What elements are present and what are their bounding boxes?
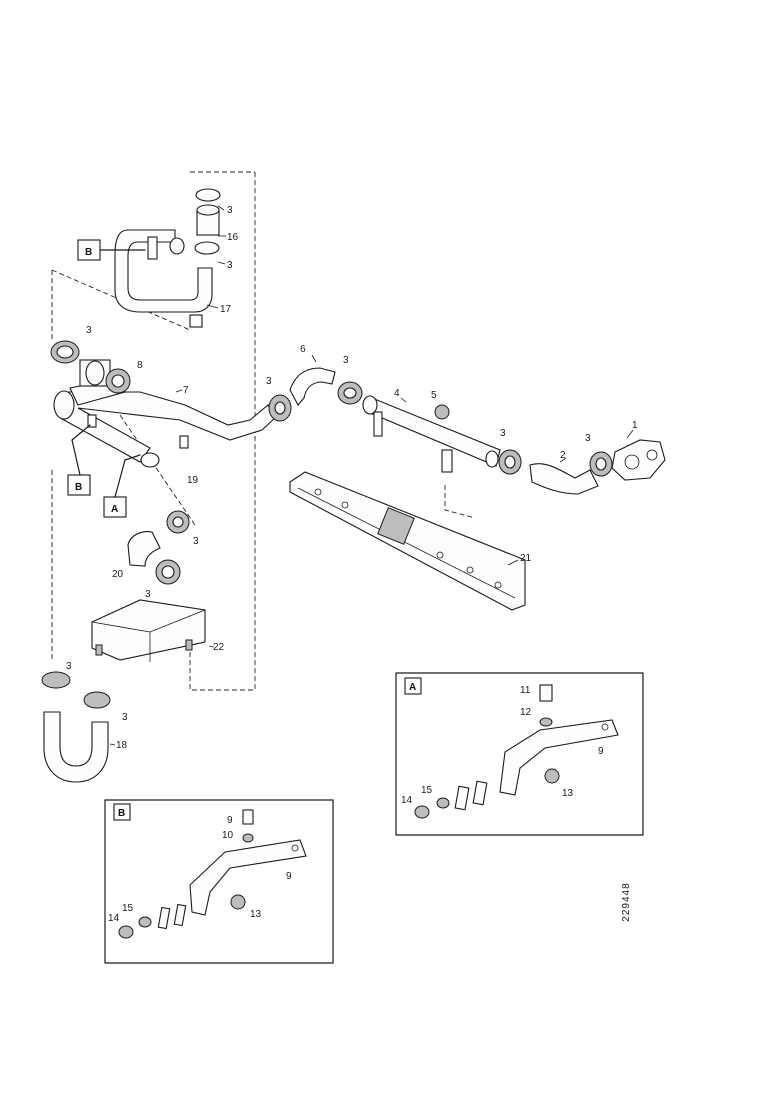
intercooler-22	[91, 599, 206, 662]
drawing-reference-number: 229448	[621, 882, 632, 922]
detail-box-a	[395, 672, 644, 836]
callout-15-a: 15	[421, 785, 433, 796]
callout-11: 11	[520, 685, 531, 696]
callout-3-b: 3	[227, 260, 233, 271]
callout-3-e: 3	[343, 355, 349, 366]
box-letter-b-lower: B	[75, 482, 82, 493]
callout-22: 22	[213, 642, 225, 653]
callout-15-b: 15	[122, 903, 134, 914]
box-letter-a-detail: A	[409, 682, 416, 693]
charge-air-pipe-7	[53, 377, 276, 468]
hose-clamp-group-9	[50, 340, 131, 394]
callout-14-a: 14	[401, 795, 413, 806]
callout-3-f: 3	[500, 428, 506, 439]
callout-19: 19	[187, 475, 199, 486]
callout-7: 7	[183, 385, 189, 396]
callout-5: 5	[431, 390, 437, 401]
callout-3-i: 3	[145, 589, 151, 600]
main-reference-boxes	[67, 239, 146, 518]
callout-3-a: 3	[227, 205, 233, 216]
callout-16: 16	[227, 232, 239, 243]
callout-13-a: 13	[562, 788, 574, 799]
intake-manifold-21	[289, 471, 526, 611]
callout-9-c: 9	[227, 815, 233, 826]
callout-18: 18	[116, 740, 128, 751]
leader-lines	[109, 205, 634, 746]
callout-9-a: 9	[598, 746, 604, 757]
hose-20	[127, 510, 190, 585]
callout-13-b: 13	[250, 909, 262, 920]
callout-3-j: 3	[66, 661, 72, 672]
box-letter-a-lower: A	[111, 504, 118, 515]
callout-20: 20	[112, 569, 124, 580]
callout-9-b: 9	[286, 871, 292, 882]
box-letter-b-detail: B	[118, 808, 125, 819]
callout-21: 21	[520, 553, 532, 564]
callout-1: 1	[632, 420, 638, 431]
callout-10: 10	[222, 830, 234, 841]
callout-labels: 1 2 3 3 3 3 3 3 3 3 3 3 3 4 5 6 7 8 9 9 …	[66, 205, 638, 924]
bend-pipe-6	[268, 367, 363, 422]
lower-bend-pipe-18	[41, 671, 111, 783]
callout-14-b: 14	[108, 913, 120, 924]
callout-3-k: 3	[122, 712, 128, 723]
callout-3-c: 3	[86, 325, 92, 336]
hose-2-and-housing-1	[529, 439, 666, 495]
pipe-4	[362, 395, 522, 475]
detail-box-letters: B B A A B	[75, 247, 416, 819]
callout-12: 12	[520, 707, 532, 718]
detail-box-b	[104, 799, 334, 964]
callout-3-g: 3	[585, 433, 591, 444]
callout-3-h: 3	[193, 536, 199, 547]
box-letter-b-main: B	[85, 247, 92, 258]
callout-3-d: 3	[266, 376, 272, 387]
callout-2: 2	[560, 450, 566, 461]
callout-4: 4	[394, 388, 400, 399]
callout-8: 8	[137, 360, 143, 371]
callout-17: 17	[220, 304, 232, 315]
callout-6: 6	[300, 344, 306, 355]
upper-bend-pipe-17	[114, 188, 221, 328]
